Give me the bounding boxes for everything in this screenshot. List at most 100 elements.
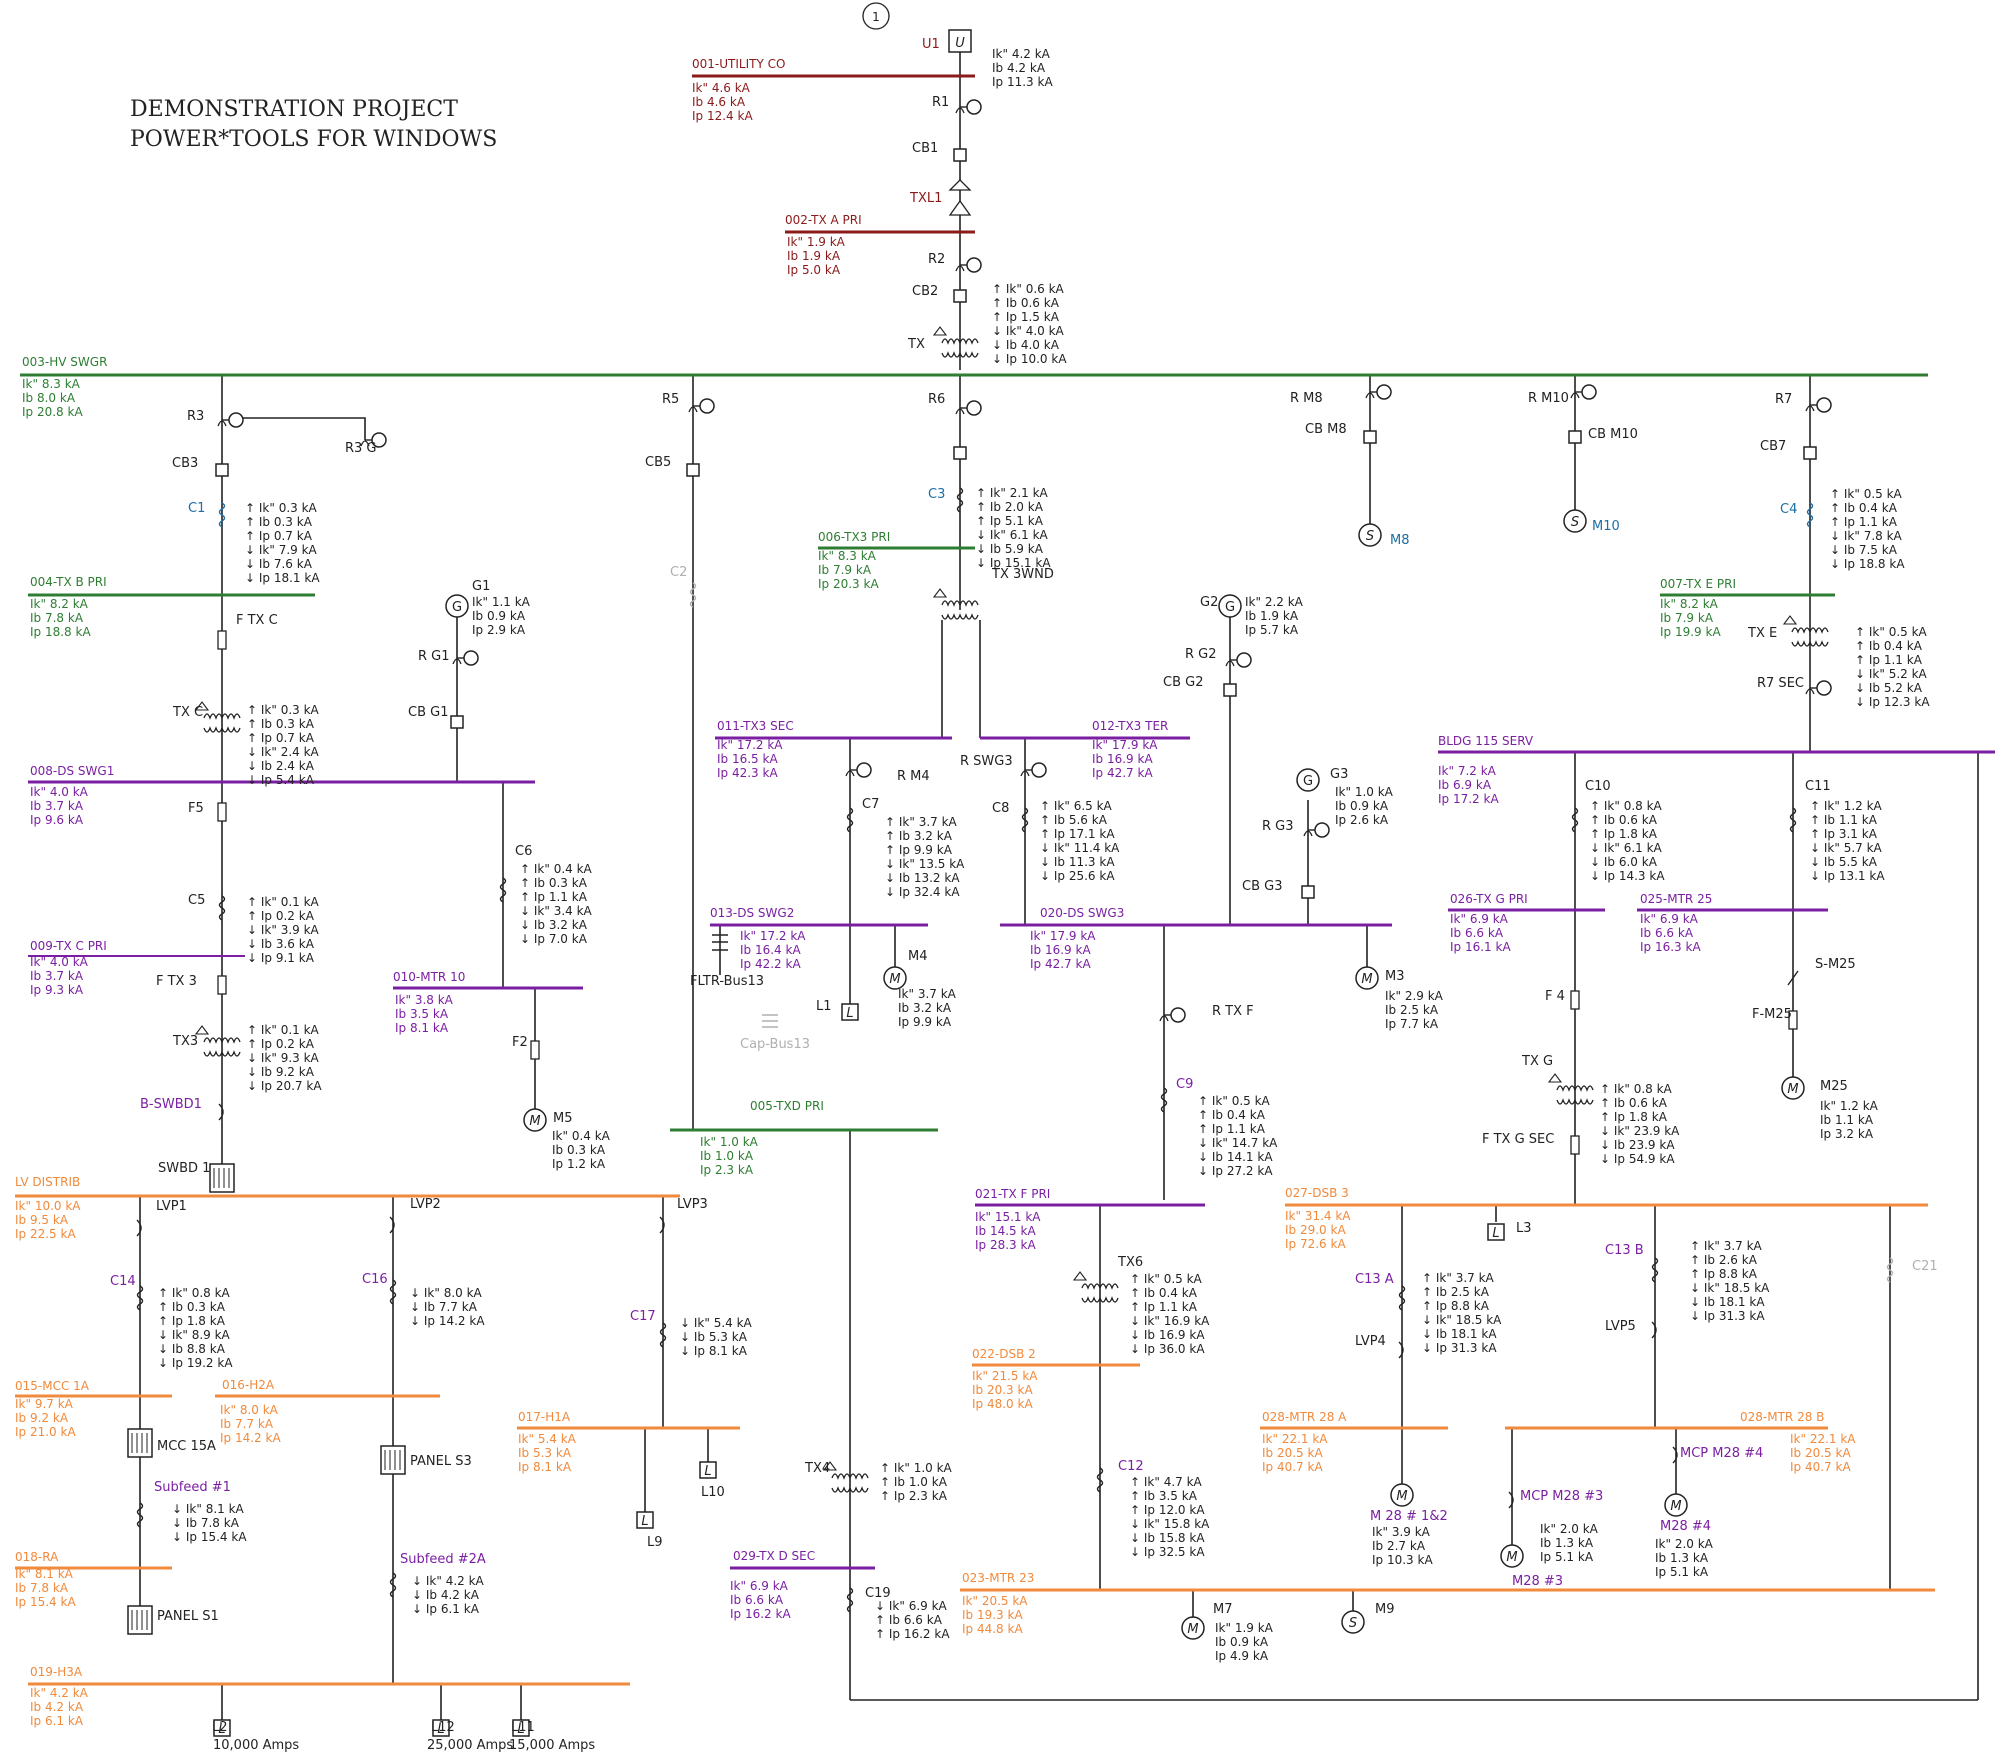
cable-icon bbox=[1096, 1467, 1104, 1493]
label-rm8: R M8 bbox=[1290, 391, 1323, 406]
result-value: ↑ Ip 3.1 kA bbox=[1810, 827, 1878, 841]
result-value: ↓ Ip 7.0 kA bbox=[520, 932, 588, 946]
result-value: ↑ Ib 0.4 kA bbox=[1130, 1286, 1198, 1300]
transformer-secondary-icon bbox=[1556, 1098, 1594, 1105]
result-value: Ik" 2.0 kA bbox=[1540, 1522, 1599, 1536]
result-value: ↓ Ik" 5.2 kA bbox=[1855, 667, 1928, 681]
relay-icon bbox=[699, 398, 715, 414]
label-l3: L3 bbox=[1516, 1221, 1532, 1236]
bus-name: 018-RA bbox=[15, 1550, 59, 1564]
bus-value: Ik" 15.1 kA bbox=[975, 1210, 1041, 1224]
label-r3g: R3 G bbox=[345, 441, 377, 456]
result-value: ↓ Ip 25.6 kA bbox=[1040, 869, 1115, 883]
result-value: Ik" 2.2 kA bbox=[1245, 595, 1304, 609]
result-value: ↑ Ib 0.4 kA bbox=[1830, 501, 1898, 515]
result-value: Ik" 1.0 kA bbox=[1335, 785, 1394, 799]
bus-name: 013-DS SWG2 bbox=[710, 906, 794, 920]
result-value: ↑ Ib 6.6 kA bbox=[875, 1613, 943, 1627]
label-cb5: CB5 bbox=[645, 455, 671, 470]
bus-value: Ik" 8.3 kA bbox=[22, 377, 81, 391]
label-l10: L10 bbox=[701, 1485, 725, 1500]
relay-icon bbox=[1314, 822, 1330, 838]
label-txl1: TXL1 bbox=[909, 191, 942, 206]
ct-icon bbox=[1570, 392, 1580, 399]
load-icon bbox=[636, 1511, 654, 1529]
result-value: ↑ Ib 0.3 kA bbox=[158, 1300, 226, 1314]
bus-value: Ip 5.0 kA bbox=[787, 263, 841, 277]
result-value: Ib 1.3 kA bbox=[1655, 1551, 1709, 1565]
transformer-primary-icon bbox=[203, 713, 241, 720]
result-value: ↑ Ik" 0.8 kA bbox=[1590, 799, 1663, 813]
label-m10: M10 bbox=[1592, 519, 1620, 534]
result-value: ↓ Ib 5.2 kA bbox=[1855, 681, 1923, 695]
relay-icon bbox=[1031, 762, 1047, 778]
relay-icon bbox=[1581, 384, 1597, 400]
label-c14: C14 bbox=[110, 1274, 136, 1289]
label-tx4: TX4 bbox=[804, 1461, 830, 1476]
motor-icon bbox=[1181, 1616, 1205, 1640]
motor-icon bbox=[523, 1108, 547, 1132]
bus-name: 007-TX E PRI bbox=[1660, 577, 1736, 591]
relay-icon bbox=[966, 99, 982, 115]
bus-value: Ik" 17.2 kA bbox=[717, 738, 783, 752]
cable-icon bbox=[218, 895, 226, 921]
bus-value: Ip 20.3 kA bbox=[818, 577, 879, 591]
result-value: ↓ Ip 32.5 kA bbox=[1130, 1545, 1205, 1559]
result-value: Ik" 2.9 kA bbox=[1385, 989, 1444, 1003]
label-m4: M4 bbox=[908, 949, 928, 964]
bus-value: Ip 42.2 kA bbox=[740, 957, 801, 971]
bus-value: Ik" 4.2 kA bbox=[30, 1686, 89, 1700]
lv-breaker-icon bbox=[1651, 1321, 1657, 1339]
label-sub1: Subfeed #1 bbox=[154, 1480, 231, 1495]
result-value: ↓ Ip 19.2 kA bbox=[158, 1356, 233, 1370]
transformer-primary-icon bbox=[1556, 1085, 1594, 1092]
result-value: ↓ Ib 8.8 kA bbox=[158, 1342, 226, 1356]
label-c19: C19 bbox=[865, 1586, 891, 1601]
utility-letter: U bbox=[955, 36, 965, 51]
cable-icon bbox=[1021, 807, 1029, 833]
load-letter: L bbox=[218, 1722, 225, 1737]
relay-icon bbox=[1816, 397, 1832, 413]
result-value: ↓ Ik" 6.9 kA bbox=[875, 1599, 948, 1613]
label-g2: G2 bbox=[1200, 595, 1218, 610]
label-m25: M25 bbox=[1820, 1079, 1848, 1094]
result-value: ↓ Ib 16.9 kA bbox=[1130, 1328, 1205, 1342]
result-value: ↑ Ip 1.8 kA bbox=[158, 1314, 226, 1328]
result-value: ↓ Ip 54.9 kA bbox=[1600, 1152, 1675, 1166]
result-value: ↓ Ik" 8.9 kA bbox=[158, 1328, 231, 1342]
capacitor-icon bbox=[762, 1014, 778, 1028]
bus-value: Ik" 4.0 kA bbox=[30, 955, 89, 969]
bus-value: Ib 1.0 kA bbox=[700, 1149, 754, 1163]
transformer-primary-icon bbox=[1081, 1283, 1119, 1290]
motor-icon bbox=[1664, 1493, 1688, 1517]
label-c2: C2 bbox=[670, 565, 687, 580]
motor-icon bbox=[1341, 1610, 1365, 1634]
result-value: Ip 4.9 kA bbox=[1215, 1649, 1269, 1663]
bus-value: Ip 42.7 kA bbox=[1030, 957, 1091, 971]
result-value: Ip 3.2 kA bbox=[1820, 1127, 1874, 1141]
result-value: ↓ Ib 5.5 kA bbox=[1810, 855, 1878, 869]
label-c7: C7 bbox=[862, 797, 879, 812]
motor-icon bbox=[1358, 523, 1382, 547]
result-value: ↓ Ib 2.4 kA bbox=[247, 759, 315, 773]
bus-name: 008-DS SWG1 bbox=[30, 764, 114, 778]
motor-letter: M bbox=[1506, 1550, 1517, 1565]
bus-value: Ib 3.7 kA bbox=[30, 799, 84, 813]
motor-letter: S bbox=[1366, 529, 1374, 544]
result-value: ↓ Ib 7.7 kA bbox=[410, 1300, 478, 1314]
motor-letter: M bbox=[529, 1114, 540, 1129]
result-value: Ik" 1.9 kA bbox=[1215, 1621, 1274, 1635]
label-c6: C6 bbox=[515, 844, 532, 859]
bus-value: Ik" 4.6 kA bbox=[692, 81, 751, 95]
result-value: ↓ Ip 10.0 kA bbox=[992, 352, 1067, 366]
result-value: ↑ Ik" 0.4 kA bbox=[520, 862, 593, 876]
motor-icon bbox=[1355, 966, 1379, 990]
bus-value: Ib 3.5 kA bbox=[395, 1007, 449, 1021]
bus-value: Ik" 4.0 kA bbox=[30, 785, 89, 799]
breaker-icon bbox=[953, 289, 967, 303]
label-cap: Cap-Bus13 bbox=[740, 1037, 810, 1052]
bus-value: Ik" 1.0 kA bbox=[700, 1135, 759, 1149]
label-rm4: R M4 bbox=[897, 769, 930, 784]
lv-breaker-icon bbox=[659, 1216, 665, 1234]
ct-icon bbox=[217, 420, 227, 427]
